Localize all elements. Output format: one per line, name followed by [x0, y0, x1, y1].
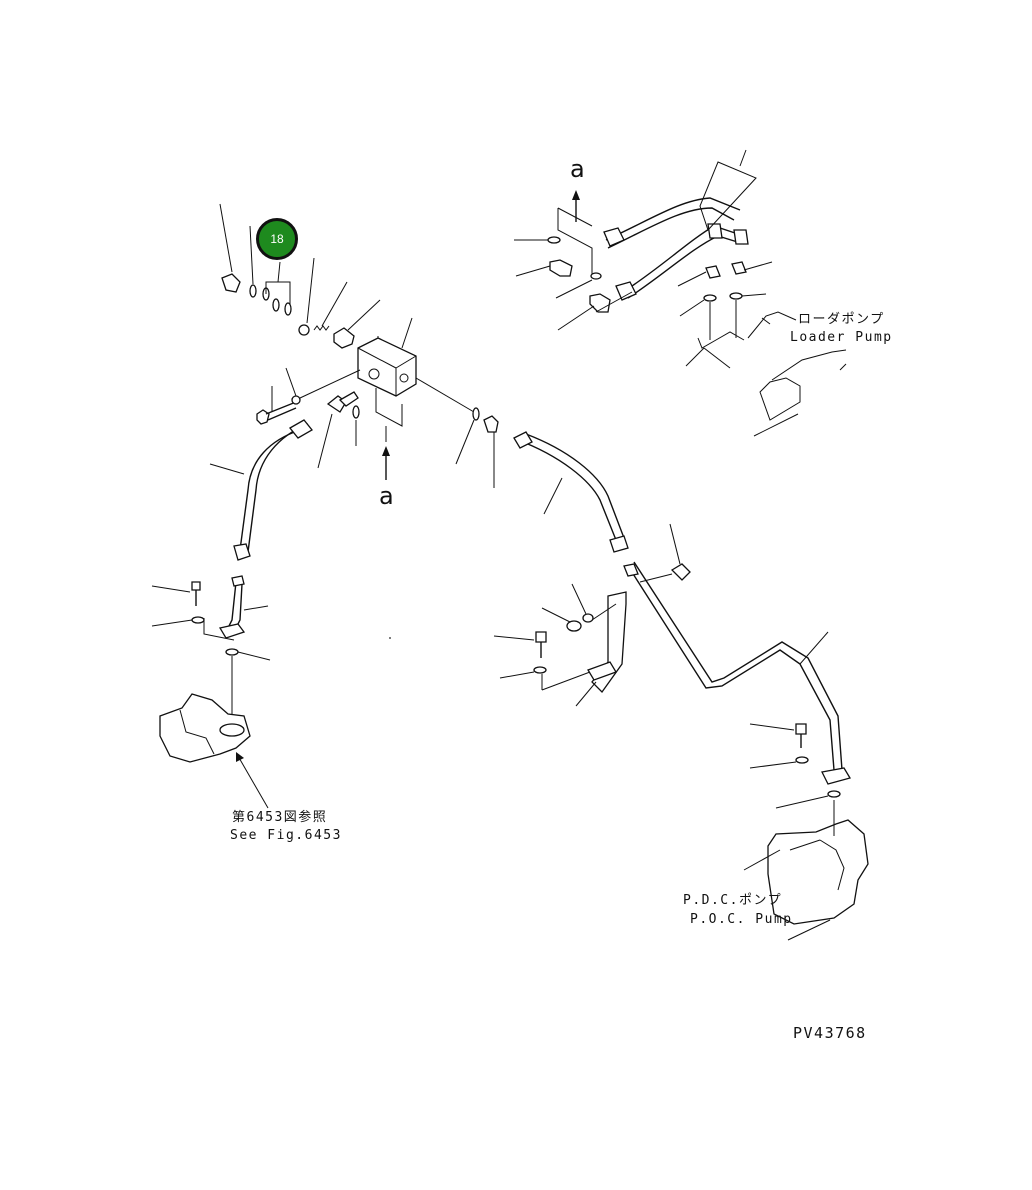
left-pump — [159, 693, 269, 809]
see-fig-label-en: See Fig.6453 — [230, 828, 342, 843]
pdc-pump-label-jp: P.D.C.ポンプ — [683, 893, 783, 908]
drawing-number: PV43768 — [793, 1024, 867, 1042]
right-hose-group — [415, 377, 851, 809]
pdc-pump — [743, 800, 869, 941]
arrow-a-label-top: a — [570, 155, 585, 183]
see-fig-label-jp: 第6453図参照 — [232, 810, 328, 825]
left-hose — [209, 419, 313, 561]
loader-pump-label-jp: ローダポンプ — [798, 312, 885, 327]
exploded-fittings-group — [219, 203, 417, 480]
loader-pump-group — [514, 149, 847, 437]
left-flange — [151, 575, 271, 722]
loader-pump-label-en: Loader Pump — [790, 330, 893, 345]
pdc-pump-label-en: P.O.C. Pump — [690, 912, 793, 927]
callout-18-badge[interactable]: 18 — [256, 218, 298, 260]
arrow-a-label-mid: a — [379, 482, 394, 510]
